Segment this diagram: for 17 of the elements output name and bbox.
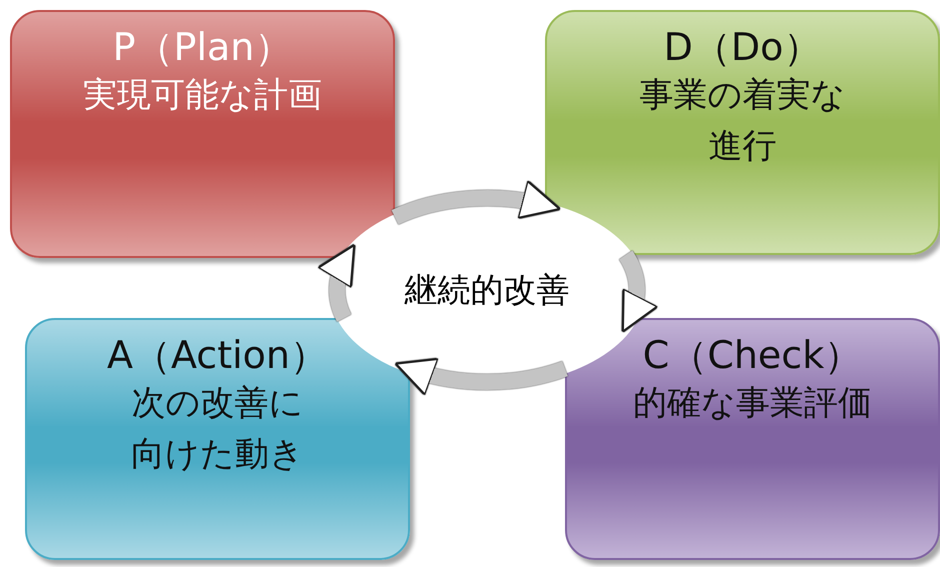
phase-heading: P（Plan）	[112, 26, 292, 70]
phase-description: 次の改善に向けた動き	[130, 382, 305, 476]
cycle-arrow	[394, 356, 568, 396]
phase-box	[10, 10, 395, 258]
phase-heading: C（Check）	[642, 334, 862, 378]
phase-description: 実現可能な計画	[83, 74, 322, 117]
phase-description: 事業の着実な進行	[638, 74, 846, 168]
cycle-arrow	[618, 251, 658, 334]
phase-heading: D（Do）	[664, 26, 822, 70]
cycle-arrow	[318, 243, 354, 322]
phase-description: 的確な事業評価	[633, 382, 872, 425]
phase-box	[545, 10, 940, 255]
phase-box	[565, 318, 940, 560]
phase-box	[25, 318, 410, 560]
cycle-label: 継続的改善	[404, 268, 570, 310]
phase-heading: A（Action）	[106, 334, 328, 378]
cycle-arrow	[392, 180, 562, 225]
